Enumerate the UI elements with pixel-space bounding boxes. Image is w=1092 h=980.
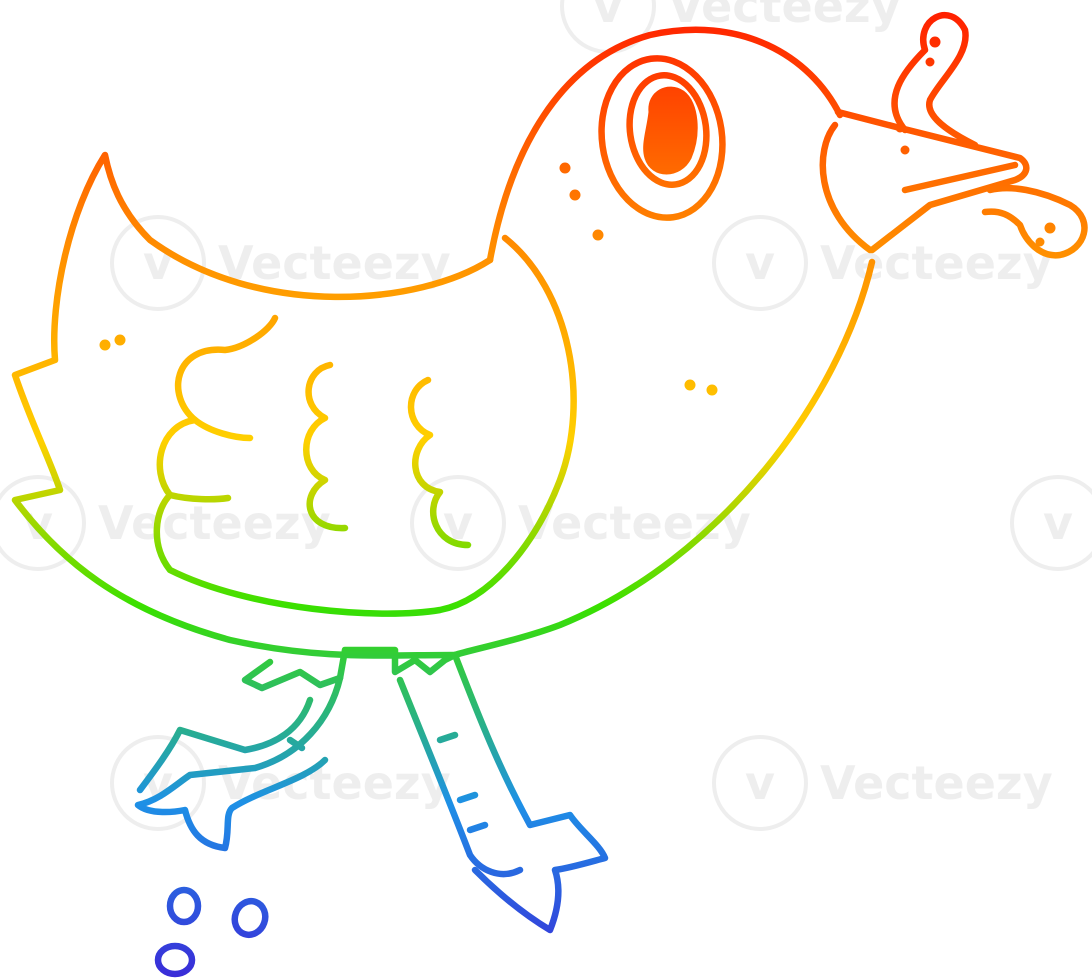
wing-feather [166,491,232,503]
bird-pupil [643,86,698,175]
worm-mark [900,145,910,155]
motion-dot [231,897,269,939]
cheek-freckle [592,229,604,241]
chest-freckle [684,379,696,391]
bird-tail [11,151,494,659]
worm-mark [925,57,935,67]
bird-beak [834,108,1030,254]
wing-feather [191,416,254,442]
bird-left-leg [134,658,344,852]
worm-mark [1044,222,1056,234]
worm-mark [929,36,941,48]
motion-dot [166,886,202,926]
cheek-freckle [569,189,581,201]
bird-belly-outline [451,258,876,659]
bird-face-outline [819,121,874,254]
bird-eye-outer [598,55,726,221]
leg-scale [466,821,489,834]
worm-mark [1035,237,1045,247]
bird-wing [153,234,577,617]
wing-feather [303,361,349,532]
worm-tail [981,184,1088,259]
tail-mark [99,339,111,351]
bird-beak-line [901,161,1019,194]
bird-eye-inner [626,72,710,188]
bird-head-outline [486,26,844,264]
worm-mark [895,123,905,133]
leg-scale [456,791,479,804]
wing-feather [407,376,472,549]
cheek-freckle [559,162,571,174]
bird-right-leg-back [396,676,524,878]
leg-scale [286,736,306,752]
tail-mark [114,334,126,346]
worm [891,11,979,149]
bird-left-leg-front [136,696,314,794]
motion-dot [154,942,196,978]
leg-scale [436,731,459,744]
chest-freckle [706,384,718,396]
bird-right-leg [336,646,609,934]
